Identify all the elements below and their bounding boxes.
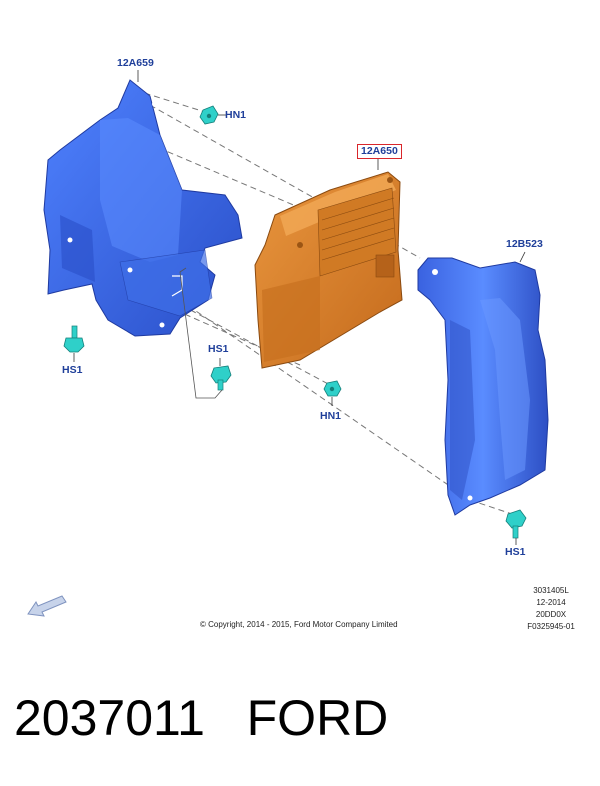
caption-brand: FORD	[246, 690, 389, 746]
exploded-parts-diagram	[43, 70, 549, 545]
label-hn1-bottom: HN1	[320, 410, 342, 422]
screw-hs1-right-icon	[505, 509, 527, 545]
front-direction-arrow-icon	[27, 595, 67, 617]
label-12b523: 12B523	[506, 238, 543, 250]
copyright-text: © Copyright, 2014 - 2015, Ford Motor Com…	[200, 620, 398, 629]
screw-hs1-center-icon	[179, 267, 232, 399]
label-hs1-left: HS1	[62, 364, 83, 376]
main-bracket-part	[43, 79, 243, 337]
nut-hn1-bottom-icon	[323, 380, 342, 406]
info-line-1: 3031405L	[533, 586, 569, 595]
diagram-info-block: 3031405L 12-2014 20DD0X F0325945-01	[496, 585, 600, 633]
label-12a659: 12A659	[117, 57, 154, 69]
caption: 2037011 FORD	[14, 688, 388, 748]
screw-hs1-left-icon	[63, 325, 85, 362]
control-module-part	[254, 171, 403, 369]
label-leaders	[137, 70, 526, 263]
label-hs1-center: HS1	[208, 343, 229, 355]
label-hs1-right: HS1	[505, 546, 526, 558]
info-line-3: 20DD0X	[535, 610, 567, 619]
info-line-4: F0325945-01	[527, 622, 575, 631]
label-hn1-top: HN1	[225, 109, 247, 121]
nut-hn1-top-icon	[199, 105, 226, 125]
label-12a650: 12A650	[357, 144, 402, 159]
heat-shield-part	[417, 257, 549, 516]
caption-part-number: 2037011	[14, 690, 205, 746]
info-line-2: 12-2014	[536, 598, 566, 607]
